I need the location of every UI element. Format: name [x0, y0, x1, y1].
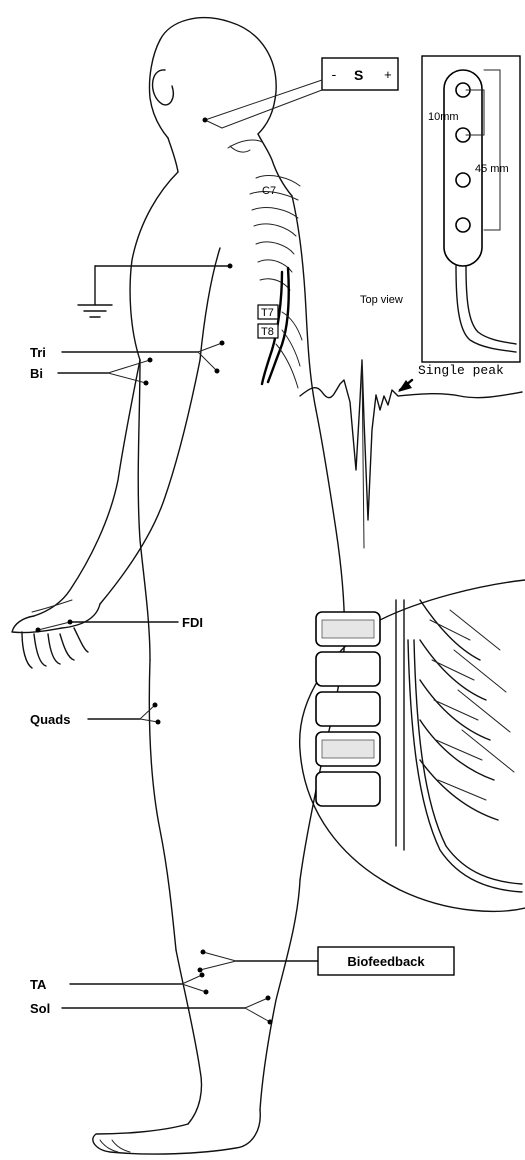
sol-label: Sol — [30, 1001, 50, 1016]
quads-label: Quads — [30, 712, 70, 727]
spacing-10mm-label: 10mm — [428, 111, 459, 123]
magnified-spine-inset — [300, 580, 525, 911]
fdi-electrode-leads — [36, 620, 179, 633]
t8-label: T8 — [261, 326, 274, 338]
tri-label: Tri — [30, 345, 46, 360]
top-view-label: Top view — [360, 294, 403, 306]
c7-label: C7 — [262, 185, 276, 197]
electrode-top-view-panel — [422, 56, 520, 362]
spacing-45mm-label: 45 mm — [475, 163, 509, 175]
ear-outline — [153, 70, 174, 105]
t7-label: T7 — [261, 307, 274, 319]
ta-electrode-leads — [70, 973, 209, 995]
ta-label: TA — [30, 977, 47, 992]
single-peak-label: Single peak — [418, 363, 504, 378]
neck-electrode-dot — [203, 118, 208, 123]
stimulator-plus: + — [384, 68, 392, 83]
stimulator-s: S — [354, 67, 363, 83]
stimulator-minus: - — [330, 68, 338, 83]
biofeedback-label: Biofeedback — [347, 954, 425, 969]
stimulator-box — [203, 58, 399, 128]
bi-label: Bi — [30, 366, 43, 381]
sol-electrode-leads — [62, 996, 273, 1025]
fdi-label: FDI — [182, 615, 203, 630]
emg-waveform — [300, 360, 522, 548]
